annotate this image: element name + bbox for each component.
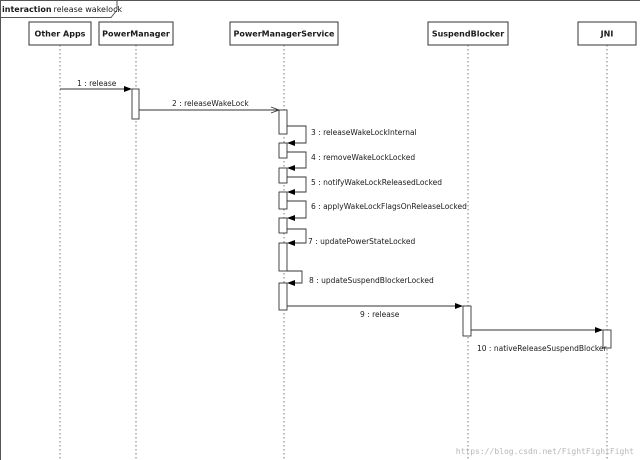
participant-box xyxy=(229,21,339,46)
message-label: 2 : releaseWakeLock xyxy=(172,99,249,108)
activation-pms-2 xyxy=(278,142,288,159)
participant-label: PowerManagerService xyxy=(234,30,336,39)
arrow-head xyxy=(455,303,463,309)
participant-box xyxy=(28,21,92,46)
activation-pms-4 xyxy=(278,191,288,210)
message-label: 10 : nativeReleaseSuspendBlocker xyxy=(477,344,608,353)
participant-label: PowerManager xyxy=(102,30,170,39)
message-1: 1 : release xyxy=(60,79,132,92)
activation-pms-5 xyxy=(278,217,288,234)
participant-jni: JNI xyxy=(577,21,637,46)
activation-pms-3 xyxy=(278,167,288,184)
participant-suspend-blocker: SuspendBlocker xyxy=(427,21,509,46)
activation-jni xyxy=(602,329,612,349)
message-label: 3 : releaseWakeLockInternal xyxy=(311,128,417,137)
activation-pms-7 xyxy=(278,282,288,311)
watermark: https://blog.csdn.net/FightFightFight xyxy=(456,447,634,456)
participant-label: JNI xyxy=(600,30,614,39)
arrow-head xyxy=(270,106,281,114)
message-label: 6 : applyWakeLockFlagsOnReleaseLocked xyxy=(311,202,467,211)
message-label: 5 : notifyWakeLockReleasedLocked xyxy=(311,178,442,187)
frame-keyword: interaction xyxy=(2,5,52,14)
participant-power-manager: PowerManager xyxy=(98,21,174,46)
participant-box xyxy=(427,21,509,46)
frame-name: release wakelock xyxy=(54,5,123,14)
frame-title-tab xyxy=(0,0,118,18)
arrow-head xyxy=(287,189,295,195)
arrow-head xyxy=(287,140,295,146)
message-2: 2 : releaseWakeLock xyxy=(139,99,281,114)
activation-pms-6 xyxy=(278,242,288,272)
message-10: 10 : nativeReleaseSuspendBlocker xyxy=(471,327,608,353)
message-label: 7 : updatePowerStateLocked xyxy=(308,237,415,246)
message-line xyxy=(287,176,307,193)
participant-label: Other Apps xyxy=(35,30,86,39)
message-line xyxy=(287,125,307,144)
message-4: 4 : removeWakeLockLocked xyxy=(287,151,415,171)
message-label: 1 : release xyxy=(77,79,117,88)
arrow-head xyxy=(287,165,295,171)
arrow-head xyxy=(287,280,295,286)
participant-power-manager-service: PowerManagerService xyxy=(229,21,339,46)
activation-suspend-blocker xyxy=(462,305,472,337)
participant-label: SuspendBlocker xyxy=(432,30,504,39)
participant-other-apps: Other Apps xyxy=(28,21,92,46)
participant-box xyxy=(577,21,637,46)
arrow-head xyxy=(287,215,295,221)
message-5: 5 : notifyWakeLockReleasedLocked xyxy=(287,176,442,195)
message-3: 3 : releaseWakeLockInternal xyxy=(287,125,417,146)
message-9: 9 : release xyxy=(287,303,463,319)
message-6: 6 : applyWakeLockFlagsOnReleaseLocked xyxy=(287,200,467,221)
message-line xyxy=(287,151,307,169)
arrow-head xyxy=(595,327,603,333)
activation-pms-1 xyxy=(278,109,288,135)
message-7: 7 : updatePowerStateLocked xyxy=(287,228,415,246)
message-line xyxy=(287,200,307,219)
message-line xyxy=(287,270,303,284)
message-label: 8 : updateSuspendBlockerLocked xyxy=(309,276,434,285)
arrow-head xyxy=(287,240,295,246)
message-8: 8 : updateSuspendBlockerLocked xyxy=(287,270,434,286)
message-label: 9 : release xyxy=(360,310,400,319)
activation-power-manager xyxy=(131,88,140,120)
arrow-head xyxy=(124,86,132,92)
message-label: 4 : removeWakeLockLocked xyxy=(311,153,415,162)
participant-box xyxy=(98,21,174,46)
message-line xyxy=(287,228,307,244)
